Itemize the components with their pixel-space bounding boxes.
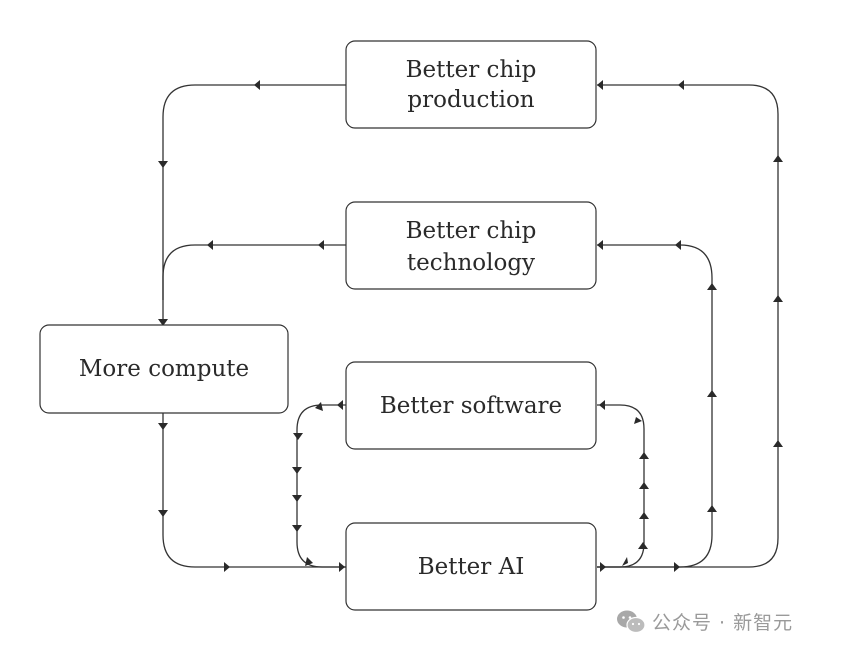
node-label-line1: Better chip — [406, 218, 537, 244]
arrowhead — [707, 505, 717, 512]
arrowhead — [254, 80, 260, 90]
arrowhead — [597, 80, 603, 90]
edge-chip-technology-to-compute — [162, 244, 346, 300]
arrowhead — [158, 423, 168, 430]
arrowhead — [339, 562, 345, 572]
node-box — [345, 40, 597, 129]
edge-ai-to-chip-production — [597, 84, 779, 568]
node-label: Better software — [380, 393, 562, 419]
arrowhead — [674, 562, 680, 572]
node-box — [345, 201, 597, 290]
arrowhead — [600, 562, 606, 572]
arrowhead — [293, 433, 303, 440]
arrowhead — [337, 400, 343, 410]
edge-ai-to-chip-technology — [597, 244, 713, 568]
arrowhead — [599, 400, 605, 410]
edge-chip-production-to-compute — [162, 84, 346, 325]
arrowhead — [639, 482, 649, 489]
edge-ai-to-software — [597, 404, 645, 568]
node-box — [345, 522, 597, 611]
arrowhead — [224, 562, 230, 572]
arrowhead — [773, 155, 783, 162]
arrowhead — [292, 525, 302, 532]
node-better-ai: Better AI — [345, 522, 597, 611]
arrowhead — [292, 467, 302, 474]
node-box — [345, 361, 597, 450]
node-label-line2: production — [407, 87, 534, 113]
node-label-line2: technology — [407, 250, 535, 276]
arrowhead — [315, 402, 323, 411]
node-better-chip-production: Better chip production — [345, 40, 597, 129]
arrowhead — [678, 80, 684, 90]
arrowhead — [773, 440, 783, 447]
node-better-chip-technology: Better chip technology — [345, 201, 597, 290]
edges — [162, 84, 779, 568]
watermark-text: 公众号 · 新智元 — [652, 612, 794, 634]
arrowhead — [292, 495, 302, 502]
arrowhead — [305, 557, 313, 566]
node-label: Better AI — [418, 554, 525, 580]
arrowhead — [158, 510, 168, 517]
arrowhead — [638, 542, 648, 549]
node-better-software: Better software — [345, 361, 597, 450]
arrowhead — [158, 161, 168, 168]
arrowhead — [622, 557, 628, 566]
node-label: More compute — [79, 356, 249, 382]
watermark: 公众号 · 新智元 — [616, 608, 793, 635]
wechat-icon — [617, 610, 646, 633]
arrowhead — [639, 452, 649, 459]
arrowhead — [597, 240, 603, 250]
arrowhead — [158, 319, 168, 326]
arrowhead — [707, 283, 717, 290]
arrowhead — [318, 240, 324, 250]
node-more-compute: More compute — [39, 324, 289, 414]
arrowhead — [639, 512, 649, 519]
node-box — [39, 324, 289, 414]
edge-compute-to-ai — [162, 413, 346, 568]
arrowhead — [773, 295, 783, 302]
node-label-line1: Better chip — [406, 57, 537, 83]
edge-software-to-ai — [296, 404, 346, 568]
arrowhead — [634, 417, 642, 424]
arrowhead — [675, 240, 681, 250]
arrowhead — [207, 240, 213, 250]
arrowhead — [707, 390, 717, 397]
arrowheads — [158, 80, 783, 572]
